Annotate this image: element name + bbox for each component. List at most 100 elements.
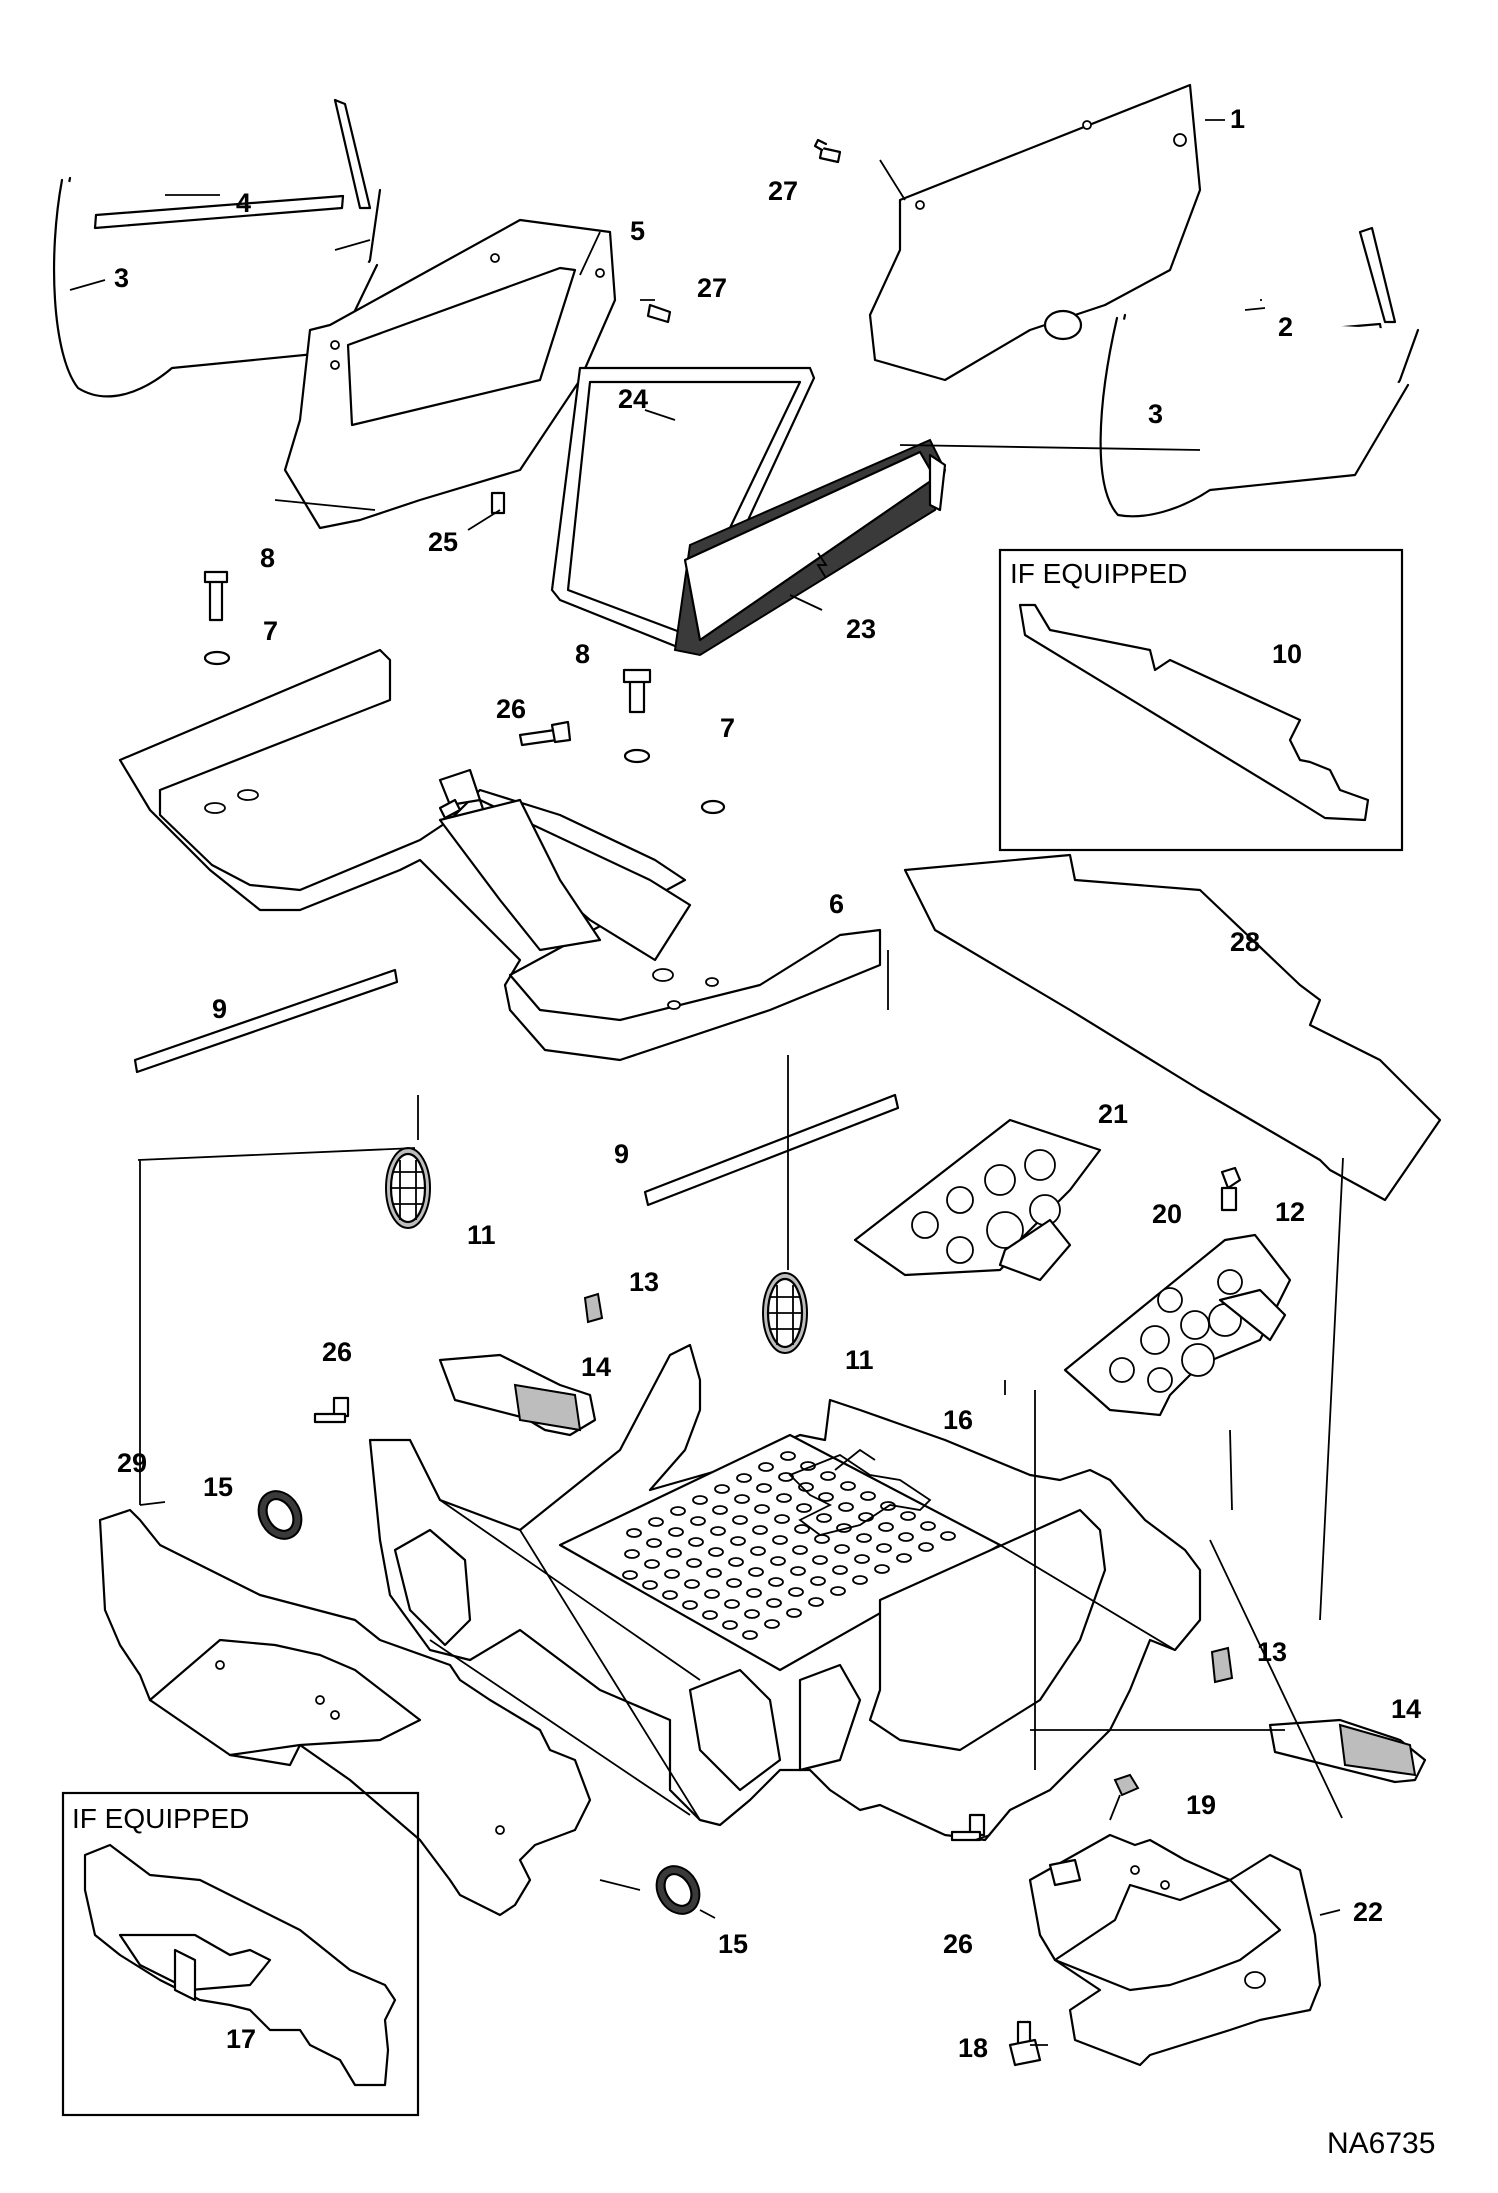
perforation	[764, 1619, 780, 1629]
perforation	[874, 1564, 890, 1574]
perforation	[688, 1537, 704, 1547]
perforation	[704, 1589, 720, 1599]
perforation	[668, 1527, 684, 1537]
callout-14-lower: 14	[1391, 1694, 1421, 1724]
perforation	[646, 1538, 662, 1548]
callout-9-right: 9	[614, 1139, 629, 1169]
callout-labels: 1 2 3 3 4 5 6 7 7 8 8 9 9 10 11 11 12 13…	[114, 104, 1421, 2063]
callout-29: 29	[117, 1448, 147, 1478]
perforation	[624, 1549, 640, 1559]
callout-19: 19	[1186, 1790, 1216, 1820]
callout-22: 22	[1353, 1897, 1383, 1927]
strip-part-9-left	[133, 968, 399, 1074]
bolt-part-27-right	[813, 138, 842, 164]
callout-20: 20	[1152, 1199, 1182, 1229]
callout-15-lower: 15	[718, 1929, 748, 1959]
callout-27-upper: 27	[768, 176, 798, 206]
bolt-part-18	[1008, 2020, 1042, 2067]
perforation	[820, 1471, 836, 1481]
perforation	[878, 1522, 894, 1532]
grommet-part-11-left	[385, 1147, 431, 1229]
strip-part-9-right	[643, 1093, 900, 1207]
perforation	[766, 1598, 782, 1608]
perforation	[664, 1569, 680, 1579]
perforation	[736, 1473, 752, 1483]
washer-part-7-left	[203, 650, 231, 666]
perforation	[832, 1565, 848, 1575]
callout-7-left: 7	[263, 616, 278, 646]
nut-part-19	[1113, 1773, 1140, 1797]
perforation	[724, 1599, 740, 1609]
perforation	[794, 1524, 810, 1534]
seal-part-3-left	[52, 176, 382, 398]
perforation	[692, 1495, 708, 1505]
perforation	[818, 1492, 834, 1502]
perforation	[776, 1493, 792, 1503]
side-panel-part-1	[868, 83, 1202, 382]
perforation	[768, 1577, 784, 1587]
callout-3-right: 3	[1148, 399, 1163, 429]
drawing-number: NA6735	[1327, 2127, 1435, 2160]
perforation	[788, 1587, 804, 1597]
bolt-part-26-lower	[950, 1813, 986, 1842]
callout-8-left: 8	[260, 543, 275, 573]
perforation	[758, 1462, 774, 1472]
perforation	[780, 1451, 796, 1461]
perforation	[666, 1548, 682, 1558]
pad-part-13-upper	[583, 1292, 604, 1324]
callout-21: 21	[1098, 1099, 1128, 1129]
perforation	[622, 1570, 638, 1580]
callout-6: 6	[829, 889, 844, 919]
callout-26-upper: 26	[496, 694, 526, 724]
perforation	[814, 1534, 830, 1544]
callout-13-lower: 13	[1257, 1637, 1287, 1667]
perforation	[900, 1511, 916, 1521]
if-equipped-box-part-17	[61, 1791, 420, 2117]
perforation	[854, 1554, 870, 1564]
callout-26-lower: 26	[943, 1929, 973, 1959]
perforation	[730, 1536, 746, 1546]
if-equipped-label-upper: IF EQUIPPED	[1010, 558, 1187, 589]
callout-28: 28	[1230, 927, 1260, 957]
perforation	[918, 1542, 934, 1552]
perforation	[734, 1494, 750, 1504]
perforation	[812, 1555, 828, 1565]
perforation	[876, 1543, 892, 1553]
perforation	[750, 1546, 766, 1556]
perforation	[744, 1609, 760, 1619]
perforation	[662, 1590, 678, 1600]
callout-27-lower: 27	[697, 273, 727, 303]
perforation	[896, 1553, 912, 1563]
perforation	[756, 1483, 772, 1493]
seal-strip-part-4	[93, 98, 372, 230]
clip-part-25	[490, 491, 506, 515]
perforation	[808, 1597, 824, 1607]
perforation	[726, 1578, 742, 1588]
callout-24: 24	[618, 384, 648, 414]
callout-23: 23	[846, 614, 876, 644]
perforation	[840, 1481, 856, 1491]
perforation	[834, 1544, 850, 1554]
perforation	[748, 1567, 764, 1577]
perforation	[800, 1461, 816, 1471]
callout-7-right: 7	[720, 713, 735, 743]
perforation	[772, 1535, 788, 1545]
nut-part-20	[1220, 1166, 1242, 1212]
decal-icon	[788, 1448, 932, 1536]
callout-13-upper: 13	[629, 1267, 659, 1297]
perforation	[686, 1558, 702, 1568]
perforation	[752, 1525, 768, 1535]
perforation	[860, 1491, 876, 1501]
if-equipped-label-lower: IF EQUIPPED	[72, 1803, 249, 1834]
perforation	[830, 1586, 846, 1596]
callout-2: 2	[1278, 312, 1293, 342]
perforation	[732, 1515, 748, 1525]
perforation	[708, 1547, 724, 1557]
seal-part-3-right	[1099, 313, 1420, 518]
bracket-part-14-upper	[438, 1353, 597, 1437]
perforation	[706, 1568, 722, 1578]
perforation	[682, 1600, 698, 1610]
perforation	[648, 1517, 664, 1527]
grommet-part-11-right	[762, 1272, 808, 1354]
pad-part-13-lower	[1210, 1646, 1234, 1684]
